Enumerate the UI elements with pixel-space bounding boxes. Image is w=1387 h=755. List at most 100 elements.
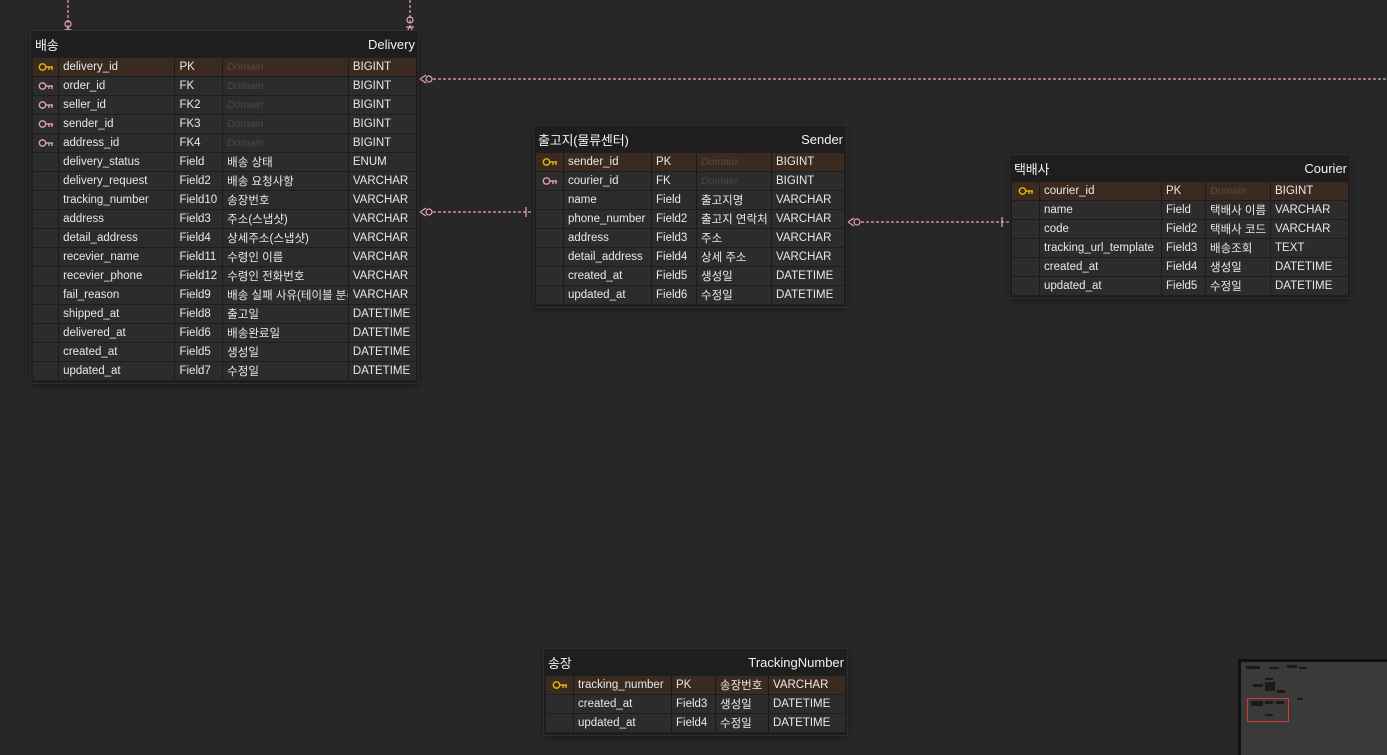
- column-comment: Domain: [223, 115, 349, 133]
- column-type: PK: [1162, 182, 1206, 200]
- minimap-block: [1277, 690, 1285, 693]
- relation-delivery-sender[interactable]: [419, 207, 533, 217]
- entity-physical-name: Courier: [1304, 160, 1347, 176]
- column-comment: Domain: [223, 134, 349, 152]
- column-datatype: ENUM: [352, 156, 387, 168]
- column-datatype: VARCHAR: [1275, 223, 1331, 235]
- column-comment: 배송조회: [1206, 239, 1271, 257]
- minimap-block: [1276, 701, 1284, 704]
- column-name: tracking_number: [574, 676, 672, 694]
- minimap-viewport[interactable]: [1247, 698, 1289, 722]
- column-datatype: DATETIME: [776, 270, 834, 282]
- entity-header[interactable]: 송장 TrackingNumber: [544, 649, 847, 675]
- column-type: Field: [652, 191, 697, 209]
- relation-delivery-offscreen[interactable]: [419, 74, 1387, 84]
- column-name: created_at: [564, 267, 652, 285]
- relation-stub-right[interactable]: [405, 0, 415, 34]
- column-type: FK: [175, 77, 224, 95]
- primary-key-icon: [33, 58, 60, 76]
- minimap-block: [1265, 682, 1275, 691]
- column-name: seller_id: [59, 96, 176, 114]
- column-name: name: [1040, 201, 1162, 219]
- column-name: sender_id: [59, 115, 176, 133]
- key-icon-slot: [33, 324, 60, 342]
- column-name: tracking_url_template: [1040, 239, 1162, 257]
- key-icon-slot: [33, 172, 60, 190]
- column-type: Field10: [175, 191, 224, 209]
- column-datatype: DATETIME: [1275, 280, 1333, 292]
- column-comment: 주소: [697, 229, 772, 247]
- key-icon-slot: [33, 286, 60, 304]
- column-datatype: BIGINT: [776, 156, 815, 168]
- column-type: Field2: [1162, 220, 1206, 238]
- key-icon-slot: [536, 191, 564, 209]
- column-datatype: VARCHAR: [773, 679, 829, 691]
- entity-header[interactable]: 택배사 Courier: [1010, 155, 1350, 181]
- key-icon-slot: [33, 153, 60, 171]
- column-comment: Domain: [1206, 182, 1271, 200]
- column-type: Field4: [652, 248, 697, 266]
- column-type: FK3: [175, 115, 224, 133]
- column-name: detail_address: [564, 248, 652, 266]
- column-comment: Domain: [223, 58, 349, 76]
- minimap[interactable]: [1238, 659, 1387, 755]
- column-comment: Domain: [223, 96, 349, 114]
- column-type: Field5: [175, 343, 224, 361]
- relation-stub-left[interactable]: [63, 0, 73, 34]
- entity-header[interactable]: 출고지(물류센터) Sender: [534, 126, 846, 152]
- column-type: Field3: [1162, 239, 1206, 257]
- column-comment: 주소(스냅샷): [223, 210, 349, 228]
- relation-sender-courier[interactable]: [847, 217, 1009, 227]
- entity-header[interactable]: 배송 Delivery: [31, 31, 418, 57]
- key-icon-slot: [33, 362, 60, 380]
- entity-logical-name: 출고지(물류센터): [538, 132, 629, 148]
- column-datatype: VARCHAR: [776, 194, 832, 206]
- foreign-key-icon: [33, 115, 60, 133]
- column-name: address: [564, 229, 652, 247]
- minimap-block: [1251, 701, 1263, 706]
- column-name: order_id: [59, 77, 176, 95]
- column-comment: 생성일: [223, 343, 349, 361]
